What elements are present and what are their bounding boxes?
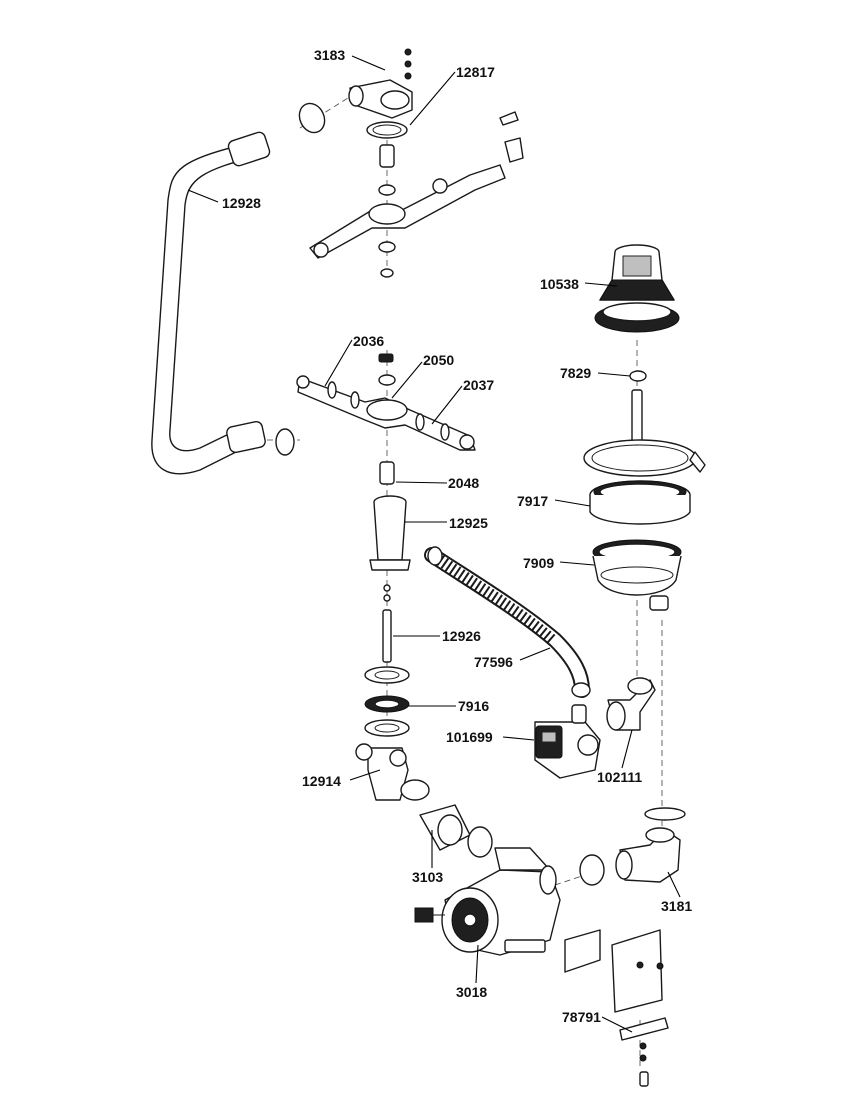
label-101699: 101699 bbox=[446, 729, 493, 745]
label-77596: 77596 bbox=[474, 654, 513, 670]
part-7829-clip bbox=[629, 370, 647, 382]
label-102111: 102111 bbox=[597, 769, 642, 785]
label-7829: 7829 bbox=[560, 365, 591, 381]
part-77596-corrugated-hose bbox=[424, 546, 591, 698]
part-12817-seal-ring bbox=[366, 121, 408, 139]
part-labels: 3183 12817 12928 10538 2036 2050 2037 78… bbox=[222, 47, 692, 1025]
part-12914-manifold bbox=[355, 743, 409, 801]
label-10538: 10538 bbox=[540, 276, 579, 292]
part-12926-shaft bbox=[382, 584, 392, 663]
label-12925: 12925 bbox=[449, 515, 488, 531]
middle-spray-arm bbox=[296, 353, 476, 451]
part-3183-elbow bbox=[348, 48, 413, 119]
part-7916-seals bbox=[364, 666, 410, 737]
label-2037: 2037 bbox=[463, 377, 494, 393]
label-7916: 7916 bbox=[458, 698, 489, 714]
label-7917: 7917 bbox=[517, 493, 548, 509]
label-78791: 78791 bbox=[562, 1009, 601, 1025]
label-12914: 12914 bbox=[302, 773, 341, 789]
label-3018: 3018 bbox=[456, 984, 487, 1000]
part-2048-connector bbox=[379, 461, 395, 485]
label-3181: 3181 bbox=[661, 898, 692, 914]
label-2036: 2036 bbox=[353, 333, 384, 349]
part-3181-elbow bbox=[579, 807, 686, 886]
part-102111-elbow-hose bbox=[606, 677, 656, 731]
label-3183: 3183 bbox=[314, 47, 345, 63]
label-12926: 12926 bbox=[442, 628, 481, 644]
label-3103: 3103 bbox=[412, 869, 443, 885]
label-2050: 2050 bbox=[423, 352, 454, 368]
part-78791-bracket bbox=[564, 929, 669, 1087]
part-10538-filter bbox=[594, 244, 680, 333]
part-101699-drain-pump bbox=[534, 704, 601, 779]
part-12925-tube bbox=[369, 495, 411, 571]
part-7909-sump bbox=[592, 539, 682, 611]
label-2048: 2048 bbox=[448, 475, 479, 491]
part-7917-filter-ring bbox=[583, 439, 706, 525]
leader-lines bbox=[187, 55, 681, 1033]
part-3103-hose bbox=[400, 779, 493, 858]
label-7909: 7909 bbox=[523, 555, 554, 571]
label-12817: 12817 bbox=[456, 64, 495, 80]
upper-spray-arm bbox=[309, 111, 524, 278]
part-3018-wash-motor bbox=[414, 847, 561, 956]
part-12928-pipe bbox=[151, 102, 326, 475]
label-12928: 12928 bbox=[222, 195, 261, 211]
